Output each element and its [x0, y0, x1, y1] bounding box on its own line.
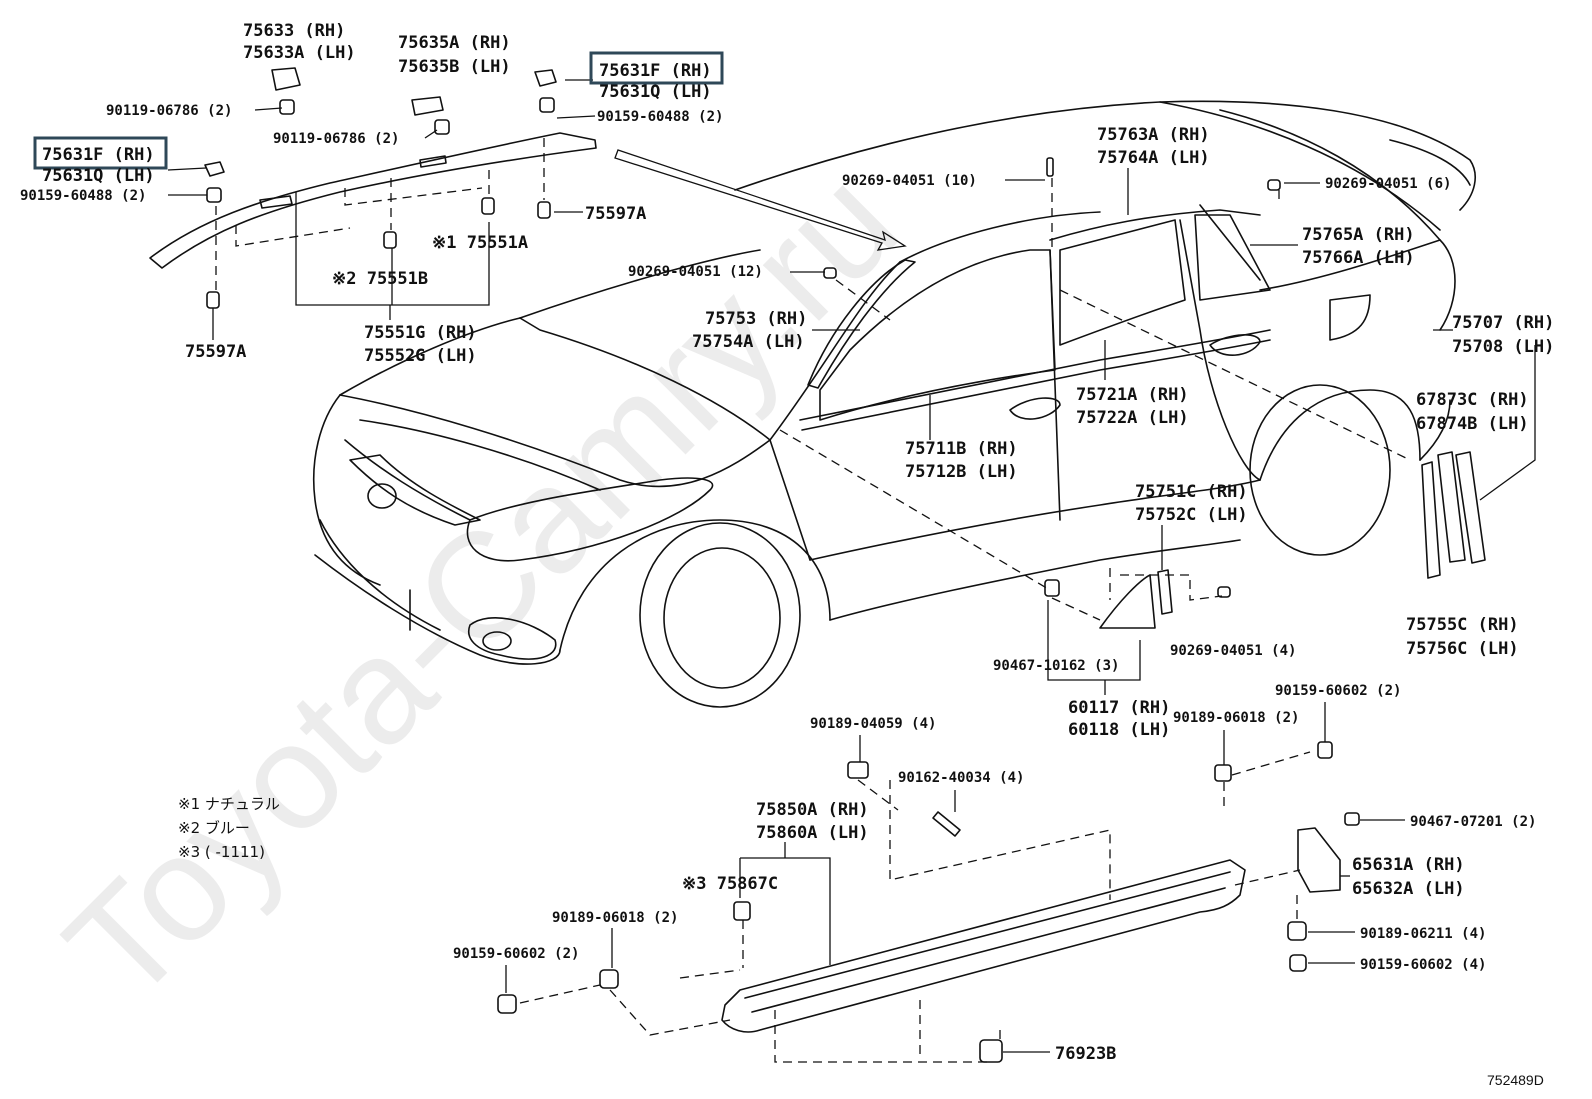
- label-75635a[interactable]: 75635A (RH): [398, 33, 511, 53]
- label-90159-60488-top[interactable]: 90159-60488 (2): [597, 109, 723, 125]
- label-75721a[interactable]: 75721A (RH): [1076, 385, 1189, 405]
- guide-lines: [215, 138, 1411, 1063]
- label-90119-b[interactable]: 90119-06786 (2): [273, 131, 399, 147]
- label-60118[interactable]: 60118 (LH): [1068, 720, 1170, 740]
- car-body-outline: [312, 100, 1476, 708]
- label-75597a-bottom[interactable]: 75597A: [185, 342, 246, 362]
- roof-arrow: [614, 149, 907, 251]
- label-90162-40034[interactable]: 90162-40034 (4): [898, 770, 1024, 786]
- label-75633[interactable]: 75633 (RH): [243, 21, 345, 41]
- fasteners: [206, 97, 1360, 1063]
- label-67874b[interactable]: 67874B (LH): [1416, 414, 1529, 434]
- label-75754a[interactable]: 75754A (LH): [692, 332, 805, 352]
- label-65632a[interactable]: 65632A (LH): [1352, 879, 1465, 899]
- label-75707[interactable]: 75707 (RH): [1452, 313, 1554, 333]
- label-75766a[interactable]: 75766A (LH): [1302, 248, 1415, 268]
- side-skirt: [721, 859, 1246, 1033]
- label-75752c[interactable]: 75752C (LH): [1135, 505, 1248, 525]
- leader-lines: [167, 79, 1536, 1053]
- label-90269-6[interactable]: 90269-04051 (6): [1325, 176, 1451, 192]
- label-75631f-top[interactable]: 75631F (RH): [599, 61, 712, 81]
- label-90467-07201[interactable]: 90467-07201 (2): [1410, 814, 1536, 830]
- label-75551b[interactable]: ※2 75551B: [332, 269, 428, 289]
- label-75631f-left[interactable]: 75631F (RH): [42, 145, 155, 165]
- label-90119-a[interactable]: 90119-06786 (2): [106, 103, 232, 119]
- label-90269-12[interactable]: 90269-04051 (12): [628, 264, 763, 280]
- label-75850a[interactable]: 75850A (RH): [756, 800, 869, 820]
- label-75711b[interactable]: 75711B (RH): [905, 439, 1018, 459]
- label-75552g[interactable]: 75552G (LH): [364, 346, 477, 366]
- label-90189-04059[interactable]: 90189-04059 (4): [810, 716, 936, 732]
- label-75765a[interactable]: 75765A (RH): [1302, 225, 1415, 245]
- label-60117[interactable]: 60117 (RH): [1068, 698, 1170, 718]
- label-75860a[interactable]: 75860A (LH): [756, 823, 869, 843]
- label-90159-60602-l[interactable]: 90159-60602 (2): [453, 946, 579, 962]
- label-90269-10[interactable]: 90269-04051 (10): [842, 173, 977, 189]
- label-75635b[interactable]: 75635B (LH): [398, 57, 511, 77]
- label-67873c[interactable]: 67873C (RH): [1416, 390, 1529, 410]
- label-75764a[interactable]: 75764A (LH): [1097, 148, 1210, 168]
- label-75631q-top[interactable]: 75631Q (LH): [599, 82, 712, 102]
- label-75763a[interactable]: 75763A (RH): [1097, 125, 1210, 145]
- label-75597a-top[interactable]: 75597A: [585, 204, 646, 224]
- note-2: ※2 ブルー: [178, 819, 250, 837]
- label-75755c[interactable]: 75755C (RH): [1406, 615, 1519, 635]
- note-1: ※1 ナチュラル: [178, 795, 280, 813]
- label-90189-06211[interactable]: 90189-06211 (4): [1360, 926, 1486, 942]
- label-75751c[interactable]: 75751C (RH): [1135, 482, 1248, 502]
- label-76923b[interactable]: 76923B: [1055, 1044, 1116, 1064]
- label-75631q-left[interactable]: 75631Q (LH): [42, 166, 155, 186]
- label-90467-10162[interactable]: 90467-10162 (3): [993, 658, 1119, 674]
- label-75867c[interactable]: ※3 75867C: [682, 874, 778, 894]
- highlight-box-top: [589, 51, 724, 85]
- roof-caps: [204, 67, 557, 177]
- rear-door-trims: [1099, 451, 1486, 893]
- diagram-reference: 752489D: [1487, 1072, 1544, 1088]
- label-75551g[interactable]: 75551G (RH): [364, 323, 477, 343]
- label-65631a[interactable]: 65631A (RH): [1352, 855, 1465, 875]
- label-75633a[interactable]: 75633A (LH): [243, 43, 356, 63]
- label-75708[interactable]: 75708 (LH): [1452, 337, 1554, 357]
- roof-rail: [149, 132, 597, 269]
- part-labels: 75633 (RH) 75633A (LH) 75635A (RH) 75635…: [20, 21, 1554, 1088]
- label-75722a[interactable]: 75722A (LH): [1076, 408, 1189, 428]
- label-90269-4[interactable]: 90269-04051 (4): [1170, 643, 1296, 659]
- highlight-box-left: [33, 136, 168, 170]
- label-75753[interactable]: 75753 (RH): [705, 309, 807, 329]
- label-90189-06018-l[interactable]: 90189-06018 (2): [552, 910, 678, 926]
- note-3: ※3 ( -1111): [178, 843, 265, 861]
- label-75712b[interactable]: 75712B (LH): [905, 462, 1018, 482]
- label-90159-60602-4[interactable]: 90159-60602 (4): [1360, 957, 1486, 973]
- label-75756c[interactable]: 75756C (LH): [1406, 639, 1519, 659]
- label-90159-60488-left[interactable]: 90159-60488 (2): [20, 188, 146, 204]
- label-90159-60602-r[interactable]: 90159-60602 (2): [1275, 683, 1401, 699]
- label-75551a[interactable]: ※1 75551A: [432, 233, 528, 253]
- label-90189-06018-r[interactable]: 90189-06018 (2): [1173, 710, 1299, 726]
